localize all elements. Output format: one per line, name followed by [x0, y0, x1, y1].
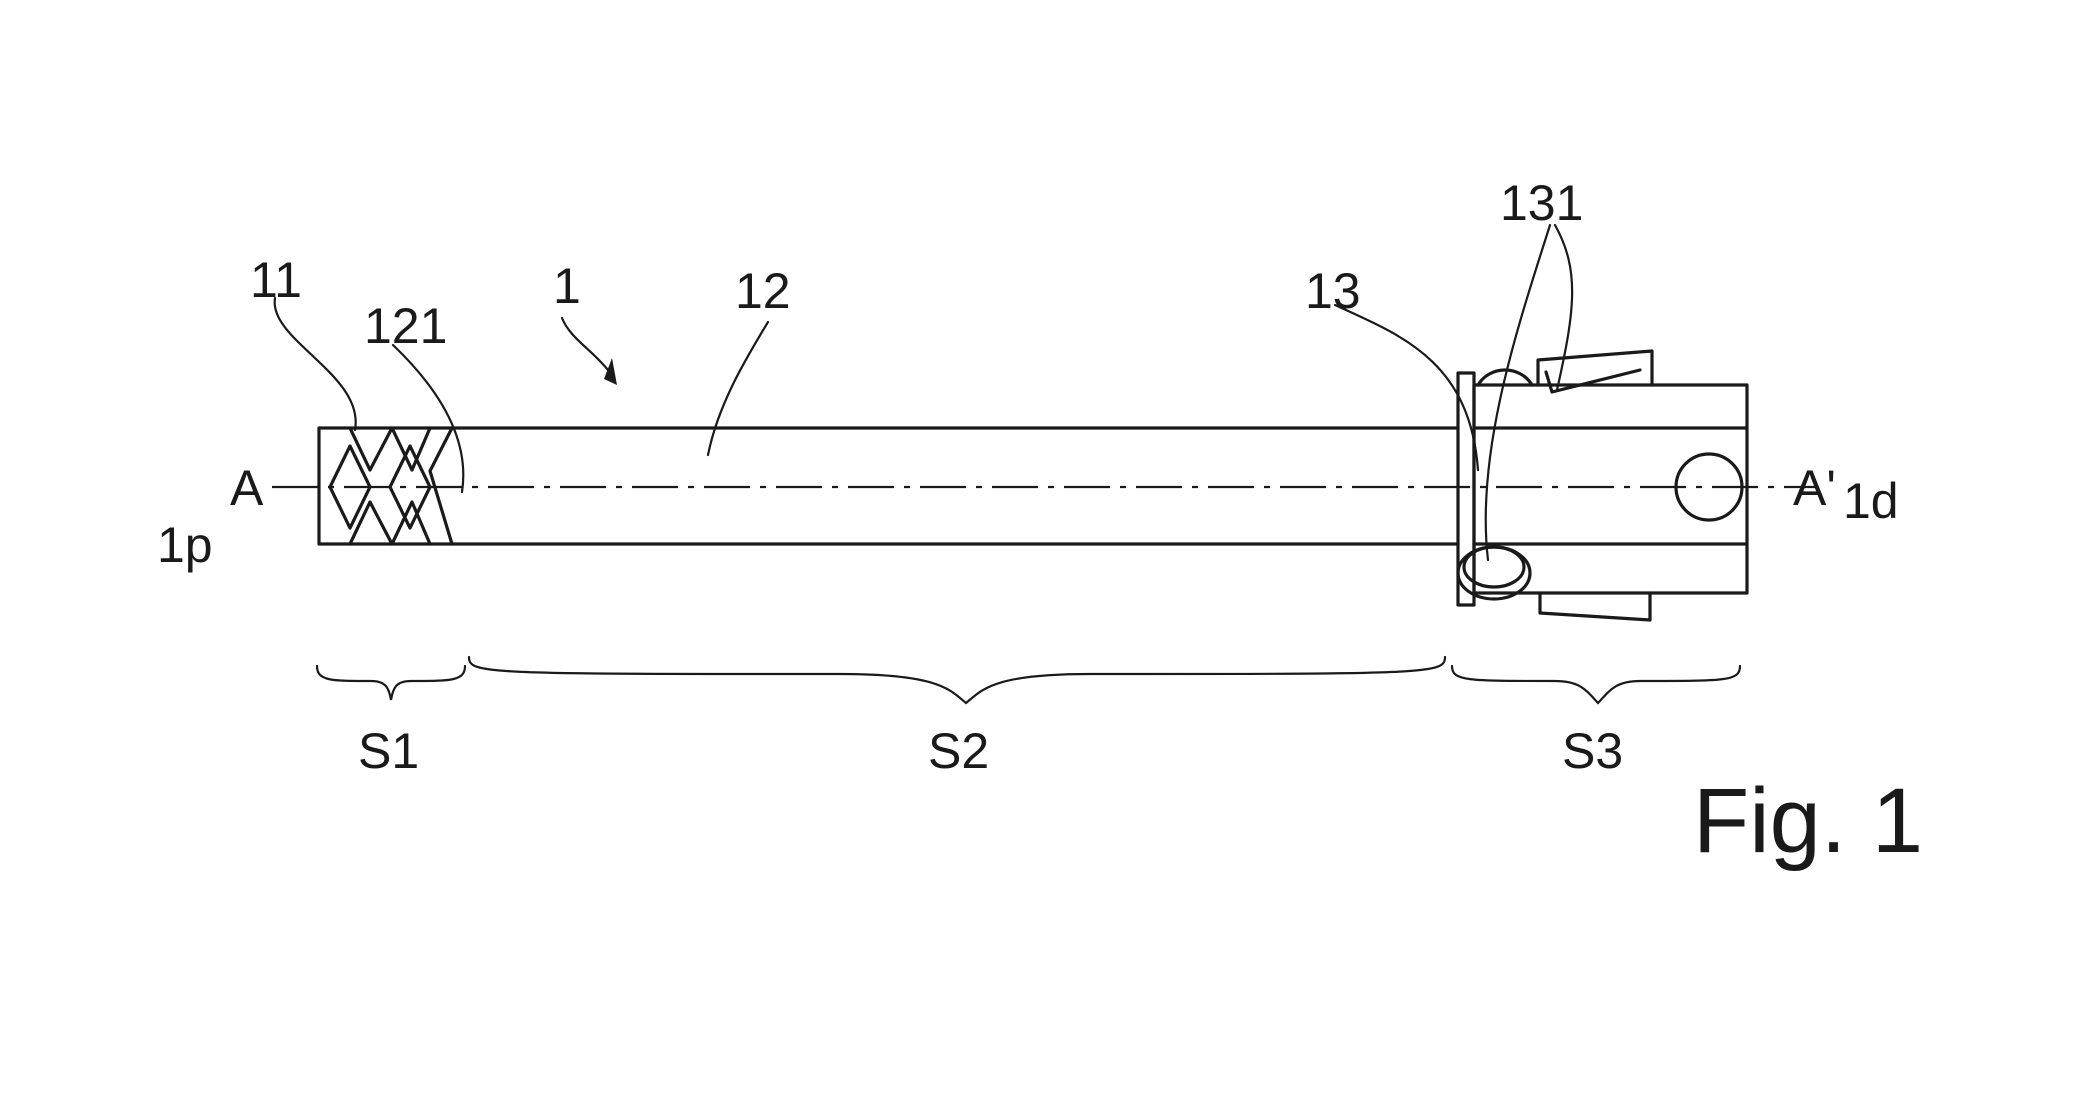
label-device: 1 — [553, 258, 581, 314]
shaft — [450, 426, 1460, 546]
section-label-s1: S1 — [358, 723, 419, 779]
label-axis-end: A' — [1793, 460, 1836, 516]
section-label-s2: S2 — [928, 723, 989, 779]
label-shaft: 12 — [735, 263, 791, 319]
section-braces — [315, 655, 1742, 705]
label-shaft-end: 121 — [364, 298, 447, 354]
figure-caption: Fig. 1 — [1693, 770, 1923, 872]
distal-portion — [1456, 349, 1749, 622]
arrowhead — [604, 358, 617, 385]
leader-lines — [273, 223, 1574, 562]
label-distal-portion: 13 — [1305, 263, 1361, 319]
label-proximal-end: 1p — [157, 517, 213, 573]
proximal-portion — [317, 426, 454, 546]
section-label-s3: S3 — [1562, 723, 1623, 779]
label-proximal-portion: 11 — [250, 252, 302, 308]
label-axis-start: A — [230, 460, 264, 516]
label-distal-elements: 131 — [1500, 175, 1583, 231]
label-distal-end: 1d — [1843, 473, 1899, 529]
